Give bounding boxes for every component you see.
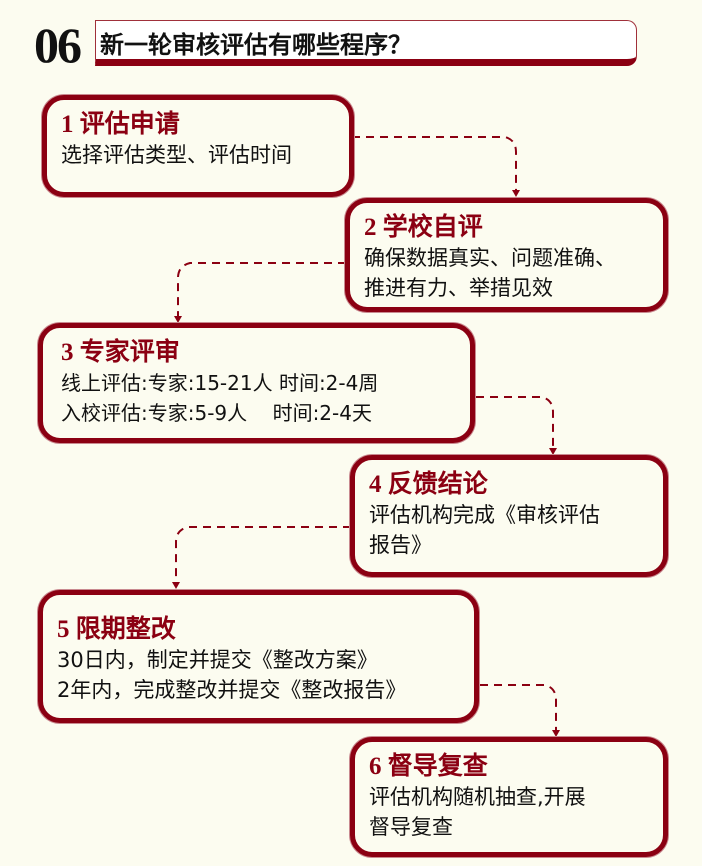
connector-5-6 [480, 684, 557, 732]
connector-2-3 [177, 262, 346, 318]
step-line: 推进有力、举措见效 [364, 276, 553, 300]
step-title: 2 学校自评 [364, 214, 483, 241]
step-line: 入校评估:专家:5-9人 时间:2-4天 [61, 401, 372, 425]
step-title: 3 专家评审 [61, 339, 180, 366]
step-line: 选择评估类型、评估时间 [61, 143, 292, 167]
connector-1-2 [352, 136, 517, 192]
step-1-box: 1 评估申请 选择评估类型、评估时间 [42, 95, 354, 197]
page-title: 新一轮审核评估有哪些程序？ [100, 31, 412, 59]
step-line: 30日内，制定并提交《整改方案》 [57, 648, 378, 672]
step-line: 线上评估:专家:15-21人 时间:2-4周 [61, 371, 379, 395]
step-title: 6 督导复查 [369, 753, 488, 780]
step-5-box: 5 限期整改 30日内，制定并提交《整改方案》 2年内，完成整改并提交《整改报告… [38, 590, 479, 723]
step-line: 督导复查 [369, 815, 453, 839]
step-title: 5 限期整改 [57, 616, 176, 643]
title-bar: 新一轮审核评估有哪些程序？ [95, 20, 637, 66]
step-line: 报告》 [369, 533, 432, 557]
step-3-box: 3 专家评审 线上评估:专家:15-21人 时间:2-4周 入校评估:专家:5-… [38, 323, 475, 443]
connector-3-4 [476, 396, 554, 450]
step-title: 4 反馈结论 [369, 471, 488, 498]
connector-4-5 [175, 526, 351, 584]
step-line: 确保数据真实、问题准确、 [364, 246, 616, 270]
section-number: 06 [34, 17, 82, 73]
step-line: 评估机构随机抽查,开展 [369, 785, 586, 809]
step-4-box: 4 反馈结论 评估机构完成《审核评估 报告》 [350, 455, 668, 577]
step-2-box: 2 学校自评 确保数据真实、问题准确、 推进有力、举措见效 [345, 198, 668, 312]
step-line: 2年内，完成整改并提交《整改报告》 [57, 678, 407, 702]
step-line: 评估机构完成《审核评估 [369, 503, 600, 527]
step-6-box: 6 督导复查 评估机构随机抽查,开展 督导复查 [350, 737, 668, 857]
step-title: 1 评估申请 [61, 111, 180, 138]
